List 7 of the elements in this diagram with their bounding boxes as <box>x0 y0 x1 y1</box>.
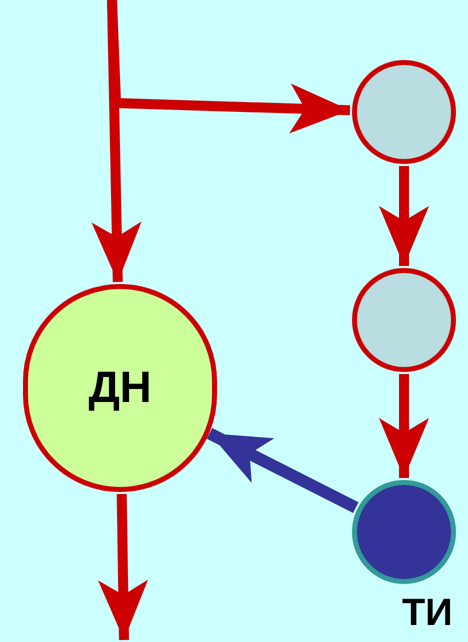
node-caption: ТИ <box>402 594 453 632</box>
arrow <box>206 428 359 513</box>
arrow <box>379 374 429 478</box>
node-label: ДН <box>88 366 152 410</box>
arrow <box>98 494 148 640</box>
arrow <box>379 166 429 266</box>
arrow <box>107 0 350 134</box>
